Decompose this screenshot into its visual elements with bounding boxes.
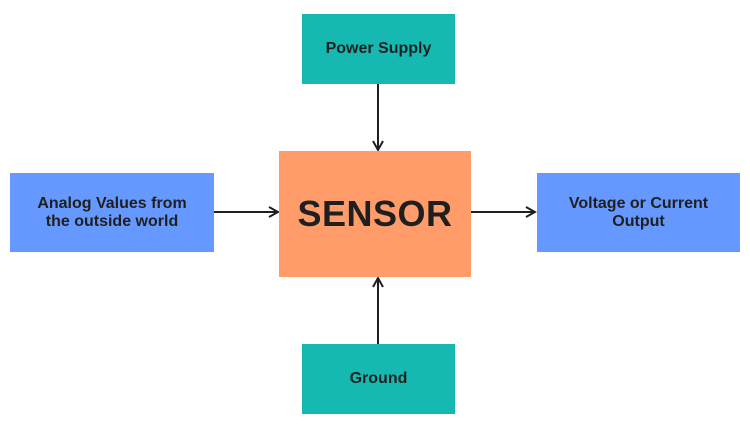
- sensor-label: SENSOR: [297, 193, 453, 234]
- output-label: Voltage or Current Output: [568, 194, 709, 230]
- analog-input-label: Analog Values from the outside world: [37, 194, 187, 230]
- output-box: Voltage or Current Output: [537, 173, 740, 252]
- power-supply-box: Power Supply: [302, 14, 455, 84]
- analog-input-box: Analog Values from the outside world: [10, 173, 214, 252]
- ground-label: Ground: [349, 370, 408, 387]
- sensor-box: SENSOR: [279, 151, 471, 277]
- ground-box: Ground: [302, 344, 455, 414]
- power-supply-label: Power Supply: [325, 40, 432, 57]
